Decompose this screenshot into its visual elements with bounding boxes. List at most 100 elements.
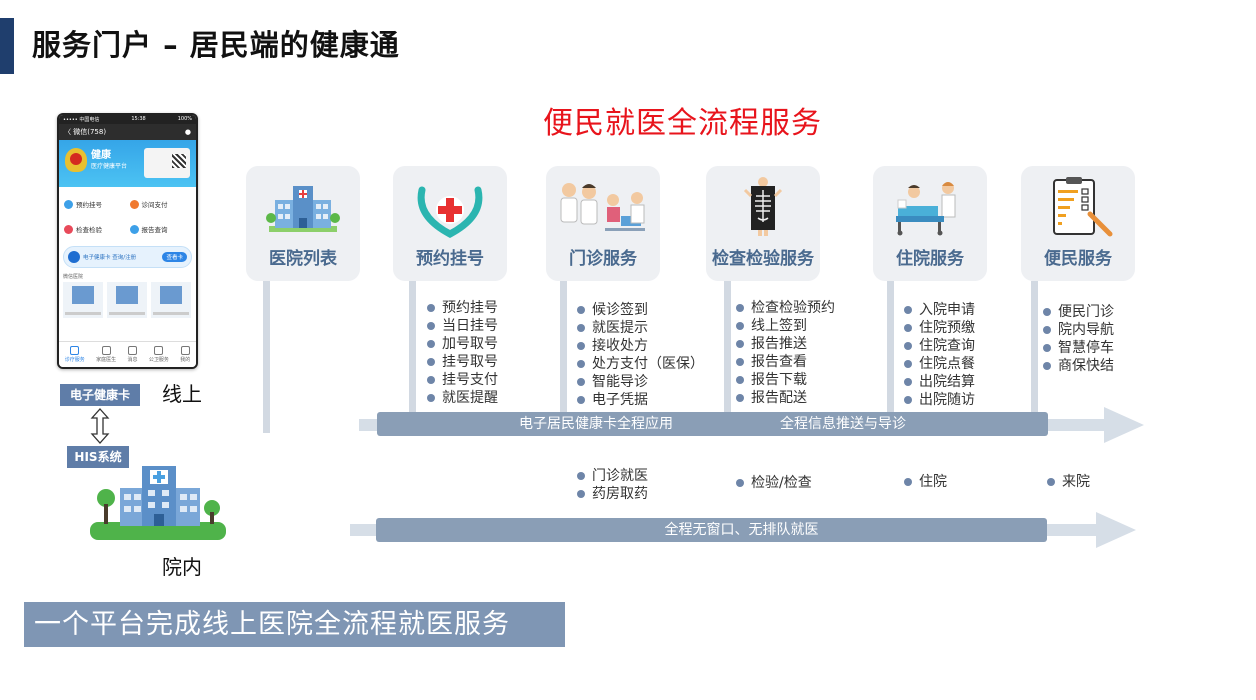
connector-line xyxy=(724,281,731,413)
offline-flow-bar: 全程无窗口、无排队就医 xyxy=(376,518,1047,542)
emblem-icon xyxy=(65,148,87,172)
hospital-thumbnail xyxy=(63,282,103,318)
main-title: 便民就医全流程服务 xyxy=(543,106,822,141)
status-battery: 100% xyxy=(177,116,192,122)
service-inpatient[interactable]: 住院服务 xyxy=(873,166,987,281)
list-item: 报告推送 xyxy=(735,335,835,353)
list-item: 报告配送 xyxy=(735,389,835,407)
list-item: 挂号取号 xyxy=(426,353,498,371)
list-item: 出院随访 xyxy=(903,391,975,409)
inpatient-icon xyxy=(896,182,956,236)
phone-tab: 家庭医生 xyxy=(96,346,116,363)
service-label: 医院列表 xyxy=(269,249,337,269)
medical-cross-icon xyxy=(417,186,483,238)
status-time: 15:38 xyxy=(131,116,146,122)
list-item: 住院预缴 xyxy=(903,319,975,337)
connector-line xyxy=(409,281,416,413)
xray-icon xyxy=(743,177,783,236)
back-link: 〈 微信(758) xyxy=(64,128,107,136)
phone-tab-bar: 诊疗服务 家庭医生 消息 公卫服务 我的 xyxy=(59,341,196,367)
online-label: 线上 xyxy=(162,382,202,406)
ecard-tag: 电子健康卡 xyxy=(60,384,140,406)
list-item: 处方支付（医保） xyxy=(576,355,704,373)
hospital-building-icon xyxy=(90,466,226,540)
health-card-image xyxy=(144,148,190,178)
list-item: 报告下载 xyxy=(735,371,835,389)
calendar-icon xyxy=(64,199,73,209)
online-bar-right-text: 全程信息推送与导诊 xyxy=(780,416,906,432)
list-item: 便民门诊 xyxy=(1042,303,1114,321)
service-convenience[interactable]: 便民服务 xyxy=(1021,166,1135,281)
phone-ecard-banner: 电子健康卡 查询/注册查看卡 xyxy=(63,246,192,268)
list-item: 挂号支付 xyxy=(426,371,498,389)
list-item: 智慧停车 xyxy=(1042,339,1114,357)
service-label: 检查检验服务 xyxy=(712,249,814,269)
report-icon xyxy=(129,224,139,234)
service-hospital-list[interactable]: 医院列表 xyxy=(246,166,360,281)
page-title: 服务门户 – 居民端的健康通 xyxy=(32,28,400,62)
connector-line xyxy=(263,281,270,433)
phone-status-bar: ••••• 中国电信 15:38 100% xyxy=(59,115,196,124)
list-item: 接收处方 xyxy=(576,337,704,355)
phone-section-title: 微信医院 xyxy=(63,274,84,280)
list-item: 门诊就医 xyxy=(576,467,648,485)
phone-tab: 我的 xyxy=(180,346,190,363)
hospital-icon xyxy=(266,186,340,232)
offline-visit-items: 来院 xyxy=(1046,473,1090,491)
phone-screenshot: ••••• 中国电信 15:38 100% 〈 微信(758) ● 健康医疗健康… xyxy=(57,113,198,369)
list-item: 出院结算 xyxy=(903,373,975,391)
list-item: 线上签到 xyxy=(735,317,835,335)
phone-tab: 诊疗服务 xyxy=(65,346,85,363)
list-item: 就医提醒 xyxy=(426,389,498,407)
list-item: 院内导航 xyxy=(1042,321,1114,339)
phone-nav-bar: 〈 微信(758) ● xyxy=(59,124,196,140)
clipboard-rating-icon xyxy=(1053,177,1113,237)
user-icon: ● xyxy=(184,128,191,136)
list-item: 当日挂号 xyxy=(426,317,498,335)
heart-icon xyxy=(64,224,73,234)
list-item: 来院 xyxy=(1046,473,1090,491)
title-accent-bar xyxy=(0,18,14,74)
service-appointment[interactable]: 预约挂号 xyxy=(393,166,507,281)
phone-grid-item: 预约挂号 xyxy=(64,193,126,215)
connector-line xyxy=(560,281,567,413)
list-item: 住院点餐 xyxy=(903,355,975,373)
offline-inpatient-items: 住院 xyxy=(903,473,947,491)
phone-grid-item: 检查检验 xyxy=(64,218,126,240)
inhospital-label: 院内 xyxy=(162,555,202,579)
offline-outpatient-items: 门诊就医 药房取药 xyxy=(576,467,648,503)
list-item: 电子凭据 xyxy=(576,391,704,409)
service-label: 门诊服务 xyxy=(569,249,637,269)
bottom-title: 一个平台完成线上医院全流程就医服务 xyxy=(24,602,565,647)
exam-items: 检查检验预约 线上签到 报告推送 报告查看 报告下载 报告配送 xyxy=(735,299,835,407)
list-item: 入院申请 xyxy=(903,301,975,319)
banner-name: 健康医疗健康平台 xyxy=(91,150,128,170)
hospital-thumbnail xyxy=(151,282,191,318)
list-item: 商保快结 xyxy=(1042,357,1114,375)
pay-icon xyxy=(129,199,139,209)
banner-sub: 医疗健康平台 xyxy=(91,163,128,170)
list-item: 药房取药 xyxy=(576,485,648,503)
phone-banner: 健康医疗健康平台 xyxy=(59,140,196,187)
status-carrier: ••••• 中国电信 xyxy=(63,117,100,123)
ecard-button: 查看卡 xyxy=(162,252,187,262)
his-tag: HIS系统 xyxy=(67,446,129,468)
phone-hospital-list xyxy=(59,282,196,318)
list-item: 住院查询 xyxy=(903,337,975,355)
service-label: 预约挂号 xyxy=(416,249,484,269)
outpatient-items: 候诊签到 就医提示 接收处方 处方支付（医保） 智能导诊 电子凭据 xyxy=(576,301,704,409)
appointment-items: 预约挂号 当日挂号 加号取号 挂号取号 挂号支付 就医提醒 xyxy=(426,299,498,407)
phone-tab: 公卫服务 xyxy=(149,346,169,363)
service-examination[interactable]: 检查检验服务 xyxy=(706,166,820,281)
list-item: 检验/检查 xyxy=(735,474,812,492)
phone-tab: 消息 xyxy=(127,346,137,363)
ecard-icon xyxy=(68,251,80,263)
list-item: 智能导诊 xyxy=(576,373,704,391)
service-label: 便民服务 xyxy=(1044,249,1112,269)
hospital-thumbnail xyxy=(107,282,147,318)
phone-grid-item: 报告查询 xyxy=(129,218,192,240)
online-bar-left-text: 电子居民健康卡全程应用 xyxy=(519,416,673,432)
convenience-items: 便民门诊 院内导航 智慧停车 商保快结 xyxy=(1042,303,1114,375)
service-outpatient[interactable]: 门诊服务 xyxy=(546,166,660,281)
inpatient-items: 入院申请 住院预缴 住院查询 住院点餐 出院结算 出院随访 xyxy=(903,301,975,409)
